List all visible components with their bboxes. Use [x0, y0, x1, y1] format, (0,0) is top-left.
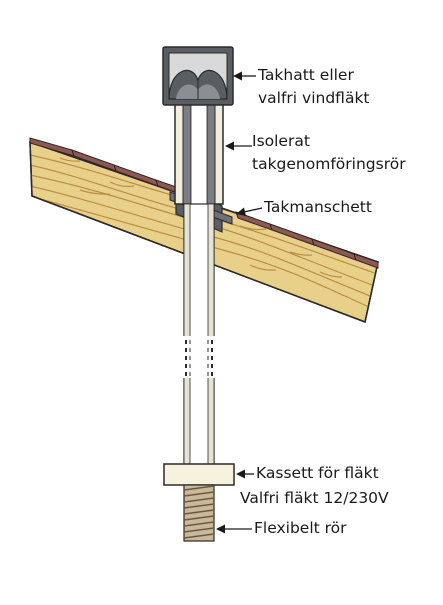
flexible-pipe-label: Flexibelt rör [254, 519, 347, 537]
insulated-pipe-label-line1: Isolerat [252, 132, 310, 150]
leader-arrows [216, 71, 263, 534]
roof-cap-label-line1: Takhatt eller [258, 66, 354, 84]
fan-cassette-arrow [236, 469, 254, 479]
roof-flashing-label: Takmanschett [264, 198, 372, 216]
pipe-break-marks [182, 336, 216, 378]
flexible-pipe-arrow [216, 524, 252, 534]
insulated-pipe-arrow [225, 141, 252, 151]
insulated-roof-pipe [174, 103, 224, 205]
insulated-pipe-label-line2: takgenomföringsrör [252, 155, 406, 173]
roof-cap-arrow [233, 71, 256, 81]
fan-cassette-label-line2: Valfri fläkt 12/230V [240, 489, 389, 507]
fan-cassette-label-line1: Kassett för fläkt [256, 464, 379, 482]
roof-cap [162, 46, 234, 106]
roof-flashing-arrow [236, 207, 263, 216]
flexible-pipe [183, 484, 215, 542]
lower-pipe [182, 203, 216, 467]
fan-cassette [163, 463, 235, 486]
roof-cap-label-line2: valfri vindfläkt [258, 89, 370, 107]
